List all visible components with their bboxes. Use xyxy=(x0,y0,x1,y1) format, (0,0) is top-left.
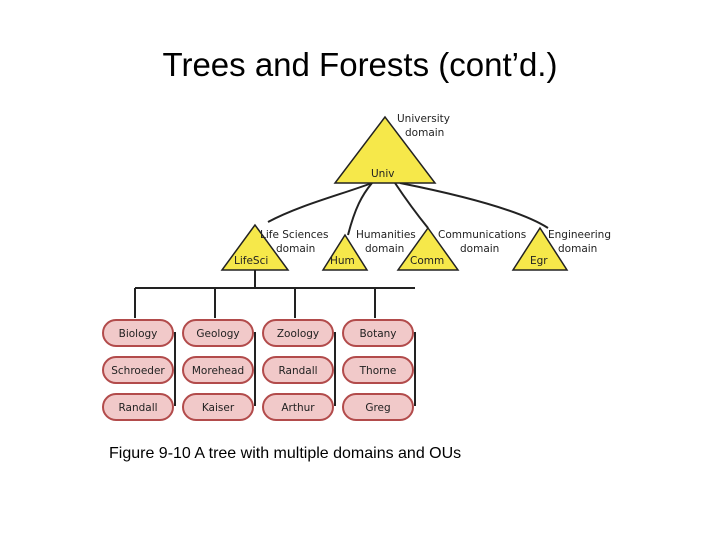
ou-label: Randall xyxy=(118,402,157,414)
lifesci-name: Life Sciences xyxy=(260,229,328,241)
ou-box xyxy=(182,319,254,347)
ou-label: Randall xyxy=(278,365,317,377)
ou-label: Botany xyxy=(359,328,396,340)
lifesci-triangle xyxy=(220,223,290,271)
hum-triangle xyxy=(321,233,369,271)
ou-label: Greg xyxy=(365,402,390,414)
ou-box xyxy=(262,393,334,421)
egr-name: Engineering xyxy=(548,229,611,241)
root-domain: Univ University domain xyxy=(333,113,450,184)
ou-box xyxy=(262,356,334,384)
ou-grid: Biology Geology Zoology Botany Schroeder… xyxy=(102,319,414,421)
child-domain-hum: Hum Humanities domain xyxy=(321,229,416,271)
hum-name2: domain xyxy=(365,243,404,255)
ou-box xyxy=(102,319,174,347)
slide-title: Trees and Forests (cont’d.) xyxy=(162,46,558,83)
ou-label: Morehead xyxy=(192,365,244,377)
univ-domain-name: University xyxy=(397,113,450,125)
child-domain-lifesci: LifeSci Life Sciences domain xyxy=(220,223,328,271)
hum-name: Humanities xyxy=(356,229,416,241)
ou-box xyxy=(342,393,414,421)
ou-label: Arthur xyxy=(281,402,315,414)
comm-name2: domain xyxy=(460,243,499,255)
ou-box xyxy=(102,393,174,421)
egr-name2: domain xyxy=(558,243,597,255)
ou-label: Geology xyxy=(196,328,239,340)
univ-abbr: Univ xyxy=(371,168,394,180)
connector-univ-egr xyxy=(399,182,549,229)
ou-label: Kaiser xyxy=(202,402,235,414)
connector-univ-comm xyxy=(394,182,429,229)
univ-triangle xyxy=(333,115,437,184)
lifesci-abbr: LifeSci xyxy=(234,255,268,267)
ou-box xyxy=(342,356,414,384)
comm-name: Communications xyxy=(438,229,526,241)
ou-label: Thorne xyxy=(359,365,397,377)
ou-box xyxy=(262,319,334,347)
ou-box xyxy=(182,356,254,384)
tree-connectors xyxy=(134,182,549,406)
comm-abbr: Comm xyxy=(410,255,444,267)
connector-univ-lifesci xyxy=(267,182,373,223)
child-domain-egr: Egr Engineering domain xyxy=(511,226,611,271)
connector-univ-hum xyxy=(347,182,373,236)
child-domain-comm: Comm Communications domain xyxy=(396,226,526,271)
figure-caption: Figure 9-10 A tree with multiple domains… xyxy=(109,445,462,462)
ou-box xyxy=(182,393,254,421)
ou-box xyxy=(342,319,414,347)
egr-abbr: Egr xyxy=(530,255,548,267)
egr-triangle xyxy=(511,226,569,271)
hum-abbr: Hum xyxy=(330,255,355,267)
ou-label: Schroeder xyxy=(111,365,165,377)
ou-label: Zoology xyxy=(277,328,319,340)
comm-triangle xyxy=(396,226,460,271)
ou-label: Biology xyxy=(119,328,158,340)
ou-box xyxy=(102,356,174,384)
univ-domain-name2: domain xyxy=(405,127,444,139)
lifesci-name2: domain xyxy=(276,243,315,255)
